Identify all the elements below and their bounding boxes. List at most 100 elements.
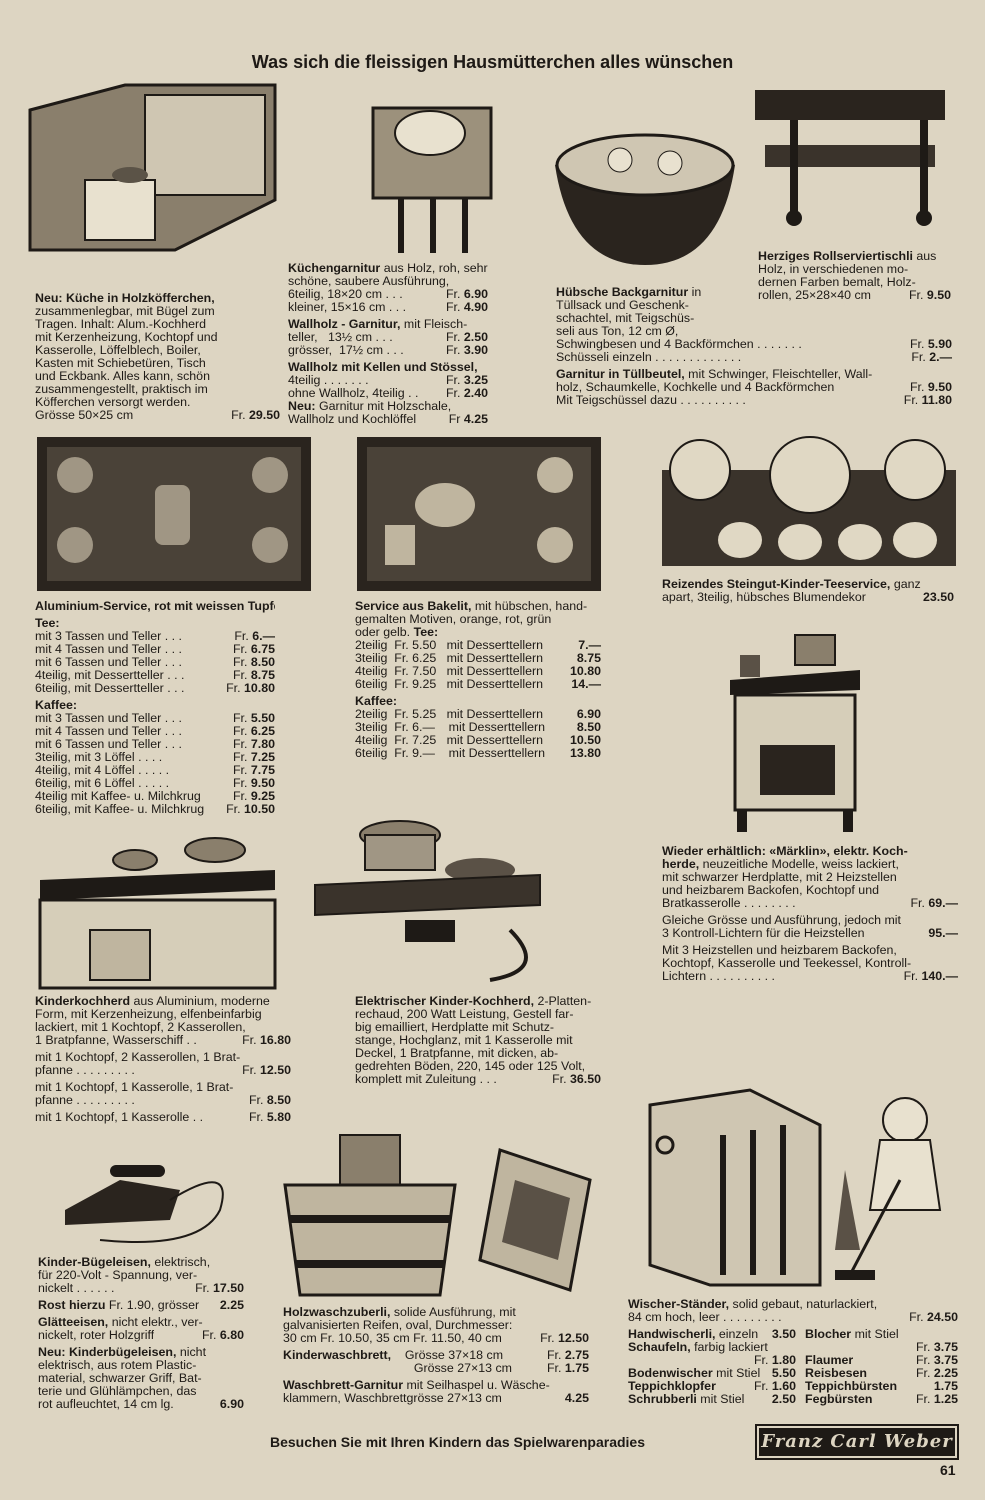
item-description: Mit Teigschüssel dazu . . . . . . . . . … <box>556 394 746 407</box>
price-value: 7.— <box>578 638 601 652</box>
price: Fr. 8.75 <box>233 669 275 682</box>
price: Fr. 1.75 <box>547 1362 589 1375</box>
line-text: Tee: <box>35 617 60 630</box>
item-description: nicht <box>176 1346 207 1359</box>
line-text: Schwingbesen und 4 Backförmchen . . . . … <box>556 338 802 351</box>
price-value: 1.75 <box>933 1379 958 1393</box>
price-value: 11.80 <box>921 393 952 407</box>
line-text: mit 1 Kochtopf, 1 Kasserolle, 1 Brat- <box>35 1081 233 1094</box>
text-line: Herziges Rollserviertischli aus <box>758 250 951 263</box>
item-description: und Eckbank. Alles kann, schön <box>35 370 210 383</box>
price-value: 4.90 <box>463 300 488 314</box>
text-line: Mit Teigschüssel dazu . . . . . . . . . … <box>556 394 952 407</box>
text-line: zusammenlegbar, mit Bügel zum <box>35 305 280 318</box>
price: Fr. 2.— <box>911 351 952 364</box>
price-value: 12.50 <box>259 1063 291 1077</box>
currency: Fr. <box>231 408 249 422</box>
price-value: 2.25 <box>219 1298 244 1312</box>
item-description: ganz <box>890 578 921 591</box>
item-description: Tragen. Inhalt: Alum.-Kochherd <box>35 318 207 331</box>
price-value: 12.50 <box>557 1331 589 1345</box>
price: 1.75 <box>934 1380 958 1393</box>
line-text: Handwischerli, einzeln <box>628 1328 758 1341</box>
line-text: galvanisierten Reifen, oval, Durchmesser… <box>283 1319 512 1332</box>
item-description: Grösse 27×13 cm <box>283 1362 512 1375</box>
line-text: 4teilig, mit 4 Löffel . . . . . <box>35 764 169 777</box>
text-line: material, schwarzer Griff, Bat- <box>38 1372 244 1385</box>
price-value: 7.80 <box>250 737 275 751</box>
item-description: material, schwarzer Griff, Bat- <box>38 1372 202 1385</box>
line-text: 2teilig Fr. 5.25 mit Desserttellern <box>355 708 543 721</box>
price: Fr. 3.25 <box>446 374 488 387</box>
price: Fr. 8.50 <box>249 1094 291 1107</box>
text-line: mit 3 Tassen und Teller . . .Fr. 6.— <box>35 630 275 643</box>
text-line: 1 Bratpfanne, Wasserschiff . .Fr. 16.80 <box>35 1034 291 1047</box>
price: Fr. 69.— <box>910 897 958 910</box>
item-description: nicht elektr., ver- <box>108 1316 203 1329</box>
line-text: Mit 3 Heizstellen und heizbarem Backofen… <box>662 944 897 957</box>
aluminium-service-price-list: Aluminium-Service, rot mit weissen Tupfe… <box>35 600 275 816</box>
price-value: 29.50 <box>248 408 280 422</box>
line-text: 3teilig, mit 3 Löffel . . . . <box>35 751 162 764</box>
line-text: big emailliert, Herdplatte mit Schutz- <box>355 1021 554 1034</box>
washboard-set-illustration <box>478 1148 592 1292</box>
line-text: Bodenwischer mit Stiel <box>628 1367 760 1380</box>
price-value: 6.25 <box>250 724 275 738</box>
text-line: mit 6 Tassen und Teller . . .Fr. 8.50 <box>35 656 275 669</box>
baking-set-bowl-illustration <box>555 133 735 265</box>
line-text: 6teilig, mit Kaffee- u. Milchkrug <box>35 803 204 816</box>
text-line: mit schwarzer Herdplatte, mit 2 Heizstel… <box>662 871 958 884</box>
price-value: 3.90 <box>463 343 488 357</box>
price: 7.— <box>578 639 601 652</box>
item-description: mit Stiel <box>712 1367 761 1380</box>
price-value: 1.60 <box>771 1379 796 1393</box>
currency: Fr. <box>911 350 930 364</box>
text-line: Kinder-Bügeleisen, elektrisch, <box>38 1256 244 1269</box>
currency: Fr. <box>232 737 251 751</box>
line-text: 3teilig Fr. 6.— mit Desserttellern <box>355 721 545 734</box>
text-line: 4teilig, mit Dessertteller . . .Fr. 8.75 <box>35 669 275 682</box>
currency: Fr. <box>915 1366 934 1380</box>
item-description: mit 1 Kochtopf, 1 Kasserolle, 1 Brat- <box>35 1081 234 1094</box>
text-line: 6teilig, mit 6 Löffel . . . . .Fr. 9.50 <box>35 777 275 790</box>
price-value: 24.50 <box>926 1310 958 1324</box>
item-name: Bodenwischer <box>628 1367 713 1380</box>
item-description: 4teilig mit Kaffee- u. Milchkrug <box>35 790 201 803</box>
text-line: Kochtopf, Kasserolle und Teekessel, Kont… <box>662 957 958 970</box>
text-line: Neu: Küche in Holzköfferchen, <box>35 292 280 305</box>
price: Fr. 10.50 <box>226 803 275 816</box>
currency: Fr. <box>445 386 464 400</box>
item-description: solide Ausführung, mit <box>390 1306 516 1319</box>
currency: Fr. <box>242 1063 260 1077</box>
text-line: zusammengestellt, praktisch im <box>35 383 280 396</box>
text-line: komplett mit Zuleitung . . .Fr. 36.50 <box>355 1073 601 1086</box>
item-name: Teppichklopfer <box>628 1380 716 1393</box>
line-text: pfanne . . . . . . . . . <box>35 1064 135 1077</box>
line-text: Schüsseli einzeln . . . . . . . . . . . … <box>556 351 741 364</box>
price-value: 7.25 <box>250 750 275 764</box>
item-name: Flaumer <box>805 1354 854 1367</box>
price-value: 3.50 <box>771 1327 796 1341</box>
price: Fr. 2.50 <box>446 331 488 344</box>
stoneware-tea-service-illustration <box>662 436 956 566</box>
item-description: 4teilig, mit 4 Löffel . . . . . <box>35 764 170 777</box>
currency: Fr. <box>909 380 928 394</box>
text-line: terie und Glühlämpchen, das <box>38 1385 244 1398</box>
price-value: 5.50 <box>250 711 275 725</box>
item-description: mit Fleisch- <box>400 318 468 331</box>
price: 14.— <box>571 678 601 691</box>
text-line: mit 4 Tassen und Teller . . .Fr. 6.25 <box>35 725 275 738</box>
line-text: Flaumer <box>805 1354 853 1367</box>
price: Fr. 6.80 <box>202 1329 244 1342</box>
price-value: 6.— <box>252 629 275 643</box>
item-name: Wallholz mit Kellen und Stössel, <box>288 361 478 374</box>
text-line: mit 1 Kochtopf, 1 Kasserolle . .Fr. 5.80 <box>35 1111 291 1124</box>
